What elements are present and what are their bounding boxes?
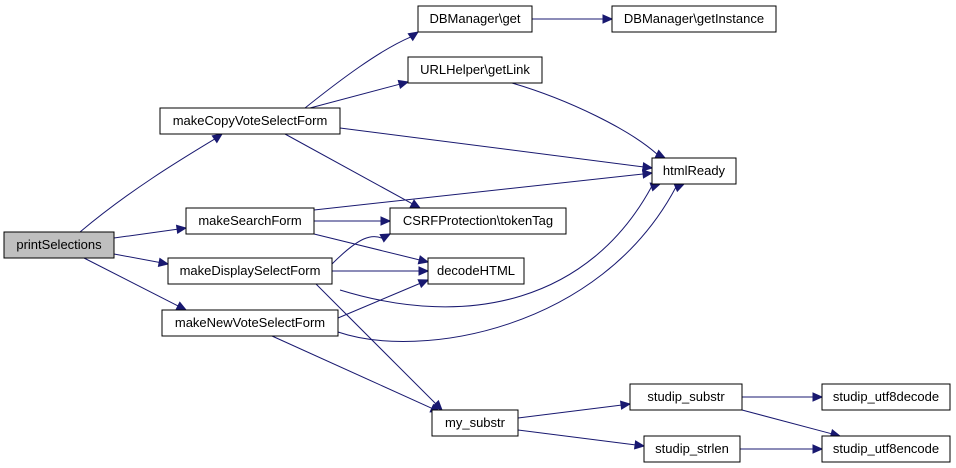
edge-line [517, 404, 622, 419]
edge-arrowhead [409, 199, 422, 209]
edge-printSelections-to-makeSearchForm [113, 224, 188, 239]
node-label: URLHelper\getLink [420, 62, 530, 77]
edge-line [313, 173, 644, 211]
edge-makeCopyVoteSelectForm-to-htmlReady [339, 127, 654, 172]
edge-makeSearchForm-to-csrfTokenTag [314, 216, 392, 226]
edge-line [339, 127, 644, 168]
node-label: makeSearchForm [198, 213, 301, 228]
edge-arrowhead [418, 266, 430, 276]
edge-line [337, 283, 420, 319]
edge-arrowhead [602, 14, 614, 24]
node-studip_strlen[interactable]: studip_strlen [643, 435, 741, 463]
node-label: makeDisplaySelectForm [180, 263, 321, 278]
node-makeDisplaySelectForm[interactable]: makeDisplaySelectForm [167, 257, 333, 285]
edge-makeDisplaySelectForm-to-mySubstr [315, 283, 443, 411]
edge-line [113, 228, 178, 239]
edge-arrowhead [397, 79, 410, 90]
node-my_substr[interactable]: my_substr [431, 409, 519, 437]
edge-line [337, 187, 677, 342]
edge-makeDisplaySelectForm-to-csrfTokenTag [331, 233, 392, 265]
edge-arrowhead [211, 133, 224, 144]
node-studip_utf8decode[interactable]: studip_utf8decode [821, 383, 951, 411]
edge-arrowhead [654, 149, 667, 159]
node-label: CSRFProtection\tokenTag [403, 213, 553, 228]
node-makeNewVoteSelectForm[interactable]: makeNewVoteSelectForm [161, 309, 339, 337]
edge-arrowhead [407, 31, 420, 42]
node-htmlReady[interactable]: htmlReady [651, 157, 737, 185]
edge-arrowhead [175, 301, 188, 311]
node-label: my_substr [445, 415, 506, 430]
edge-line [309, 83, 400, 109]
node-decodeHTML[interactable]: decodeHTML [427, 257, 525, 285]
edge-urlGetLink-to-htmlReady [511, 82, 667, 159]
edge-arrowhead [175, 224, 188, 235]
edge-line [315, 283, 436, 404]
edge-arrowhead [379, 233, 392, 243]
edge-studipSubstr-to-studipUtf8decode [742, 392, 824, 402]
node-DBManager-get[interactable]: DBManager\get [417, 5, 533, 33]
edge-studipSubstr-to-studipUtf8encode [741, 409, 842, 439]
edge-makeSearchForm-to-htmlReady [313, 169, 654, 211]
edge-makeCopyVoteSelectForm-to-urlGetLink [309, 79, 410, 109]
edge-line [517, 429, 636, 446]
node-label: DBManager\getInstance [624, 11, 764, 26]
node-label: makeCopyVoteSelectForm [173, 113, 328, 128]
node-label: studip_utf8decode [833, 389, 939, 404]
edge-makeNewVoteSelectForm-to-mySubstr [271, 335, 442, 413]
edge-arrowhead [812, 444, 824, 454]
edge-line [83, 257, 179, 307]
edge-mySubstr-to-studipSubstr [517, 400, 632, 419]
edge-arrowhead [812, 392, 824, 402]
edge-makeSearchForm-to-decodeHTML [313, 233, 430, 265]
edge-arrowhead [157, 257, 170, 267]
node-label: studip_substr [647, 389, 725, 404]
edge-arrowhead [417, 279, 430, 289]
node-label: makeNewVoteSelectForm [175, 315, 325, 330]
node-label: studip_strlen [655, 441, 729, 456]
edge-makeCopyVoteSelectForm-to-dbGet [304, 31, 420, 109]
edge-line [331, 235, 383, 265]
edge-printSelections-to-makeCopyVoteSelectForm [79, 133, 224, 233]
edge-arrowhead [642, 169, 654, 179]
edge-makeNewVoteSelectForm-to-decodeHTML [337, 279, 430, 319]
edge-makeDisplaySelectForm-to-decodeHTML [332, 266, 430, 276]
node-studip_utf8encode[interactable]: studip_utf8encode [821, 435, 951, 463]
edge-studipStrlen-to-studipUtf8encode [740, 444, 824, 454]
edge-arrowhead [673, 183, 686, 193]
edge-line [271, 335, 433, 409]
edge-printSelections-to-makeDisplaySelectForm [113, 253, 170, 267]
node-makeSearchForm[interactable]: makeSearchForm [185, 207, 315, 235]
node-label: DBManager\get [429, 11, 520, 26]
edge-arrowhead [641, 162, 654, 172]
call-nodes: printSelections makeCopyVoteSelectForm m… [3, 5, 951, 463]
node-makeCopyVoteSelectForm[interactable]: makeCopyVoteSelectForm [159, 107, 341, 135]
edge-line [304, 36, 411, 109]
edge-line [511, 82, 658, 155]
node-label: decodeHTML [437, 263, 515, 278]
node-printSelections[interactable]: printSelections [3, 231, 115, 259]
edge-arrowhead [380, 216, 392, 226]
edge-line [741, 409, 832, 435]
edge-arrowhead [417, 255, 430, 265]
edge-makeCopyVoteSelectForm-to-csrfTokenTag [284, 133, 422, 209]
node-label: htmlReady [663, 163, 726, 178]
edge-line [313, 233, 420, 261]
node-DBManager-getInstance[interactable]: DBManager\getInstance [611, 5, 777, 33]
edge-line [79, 138, 215, 233]
node-label: studip_utf8encode [833, 441, 939, 456]
node-label: printSelections [16, 237, 102, 252]
node-URLHelper-getLink[interactable]: URLHelper\getLink [407, 56, 543, 84]
edge-arrowhead [633, 440, 646, 450]
edge-dbGet-to-dbGetInstance [532, 14, 614, 24]
edge-line [339, 186, 652, 308]
edge-arrowhead [619, 400, 632, 410]
edge-line [113, 253, 160, 263]
node-CSRFProtection-tokenTag[interactable]: CSRFProtection\tokenTag [389, 207, 567, 235]
node-studip_substr[interactable]: studip_substr [629, 383, 743, 411]
edge-line [284, 133, 413, 205]
edge-arrowhead [431, 399, 443, 411]
edge-mySubstr-to-studipStrlen [517, 429, 646, 450]
